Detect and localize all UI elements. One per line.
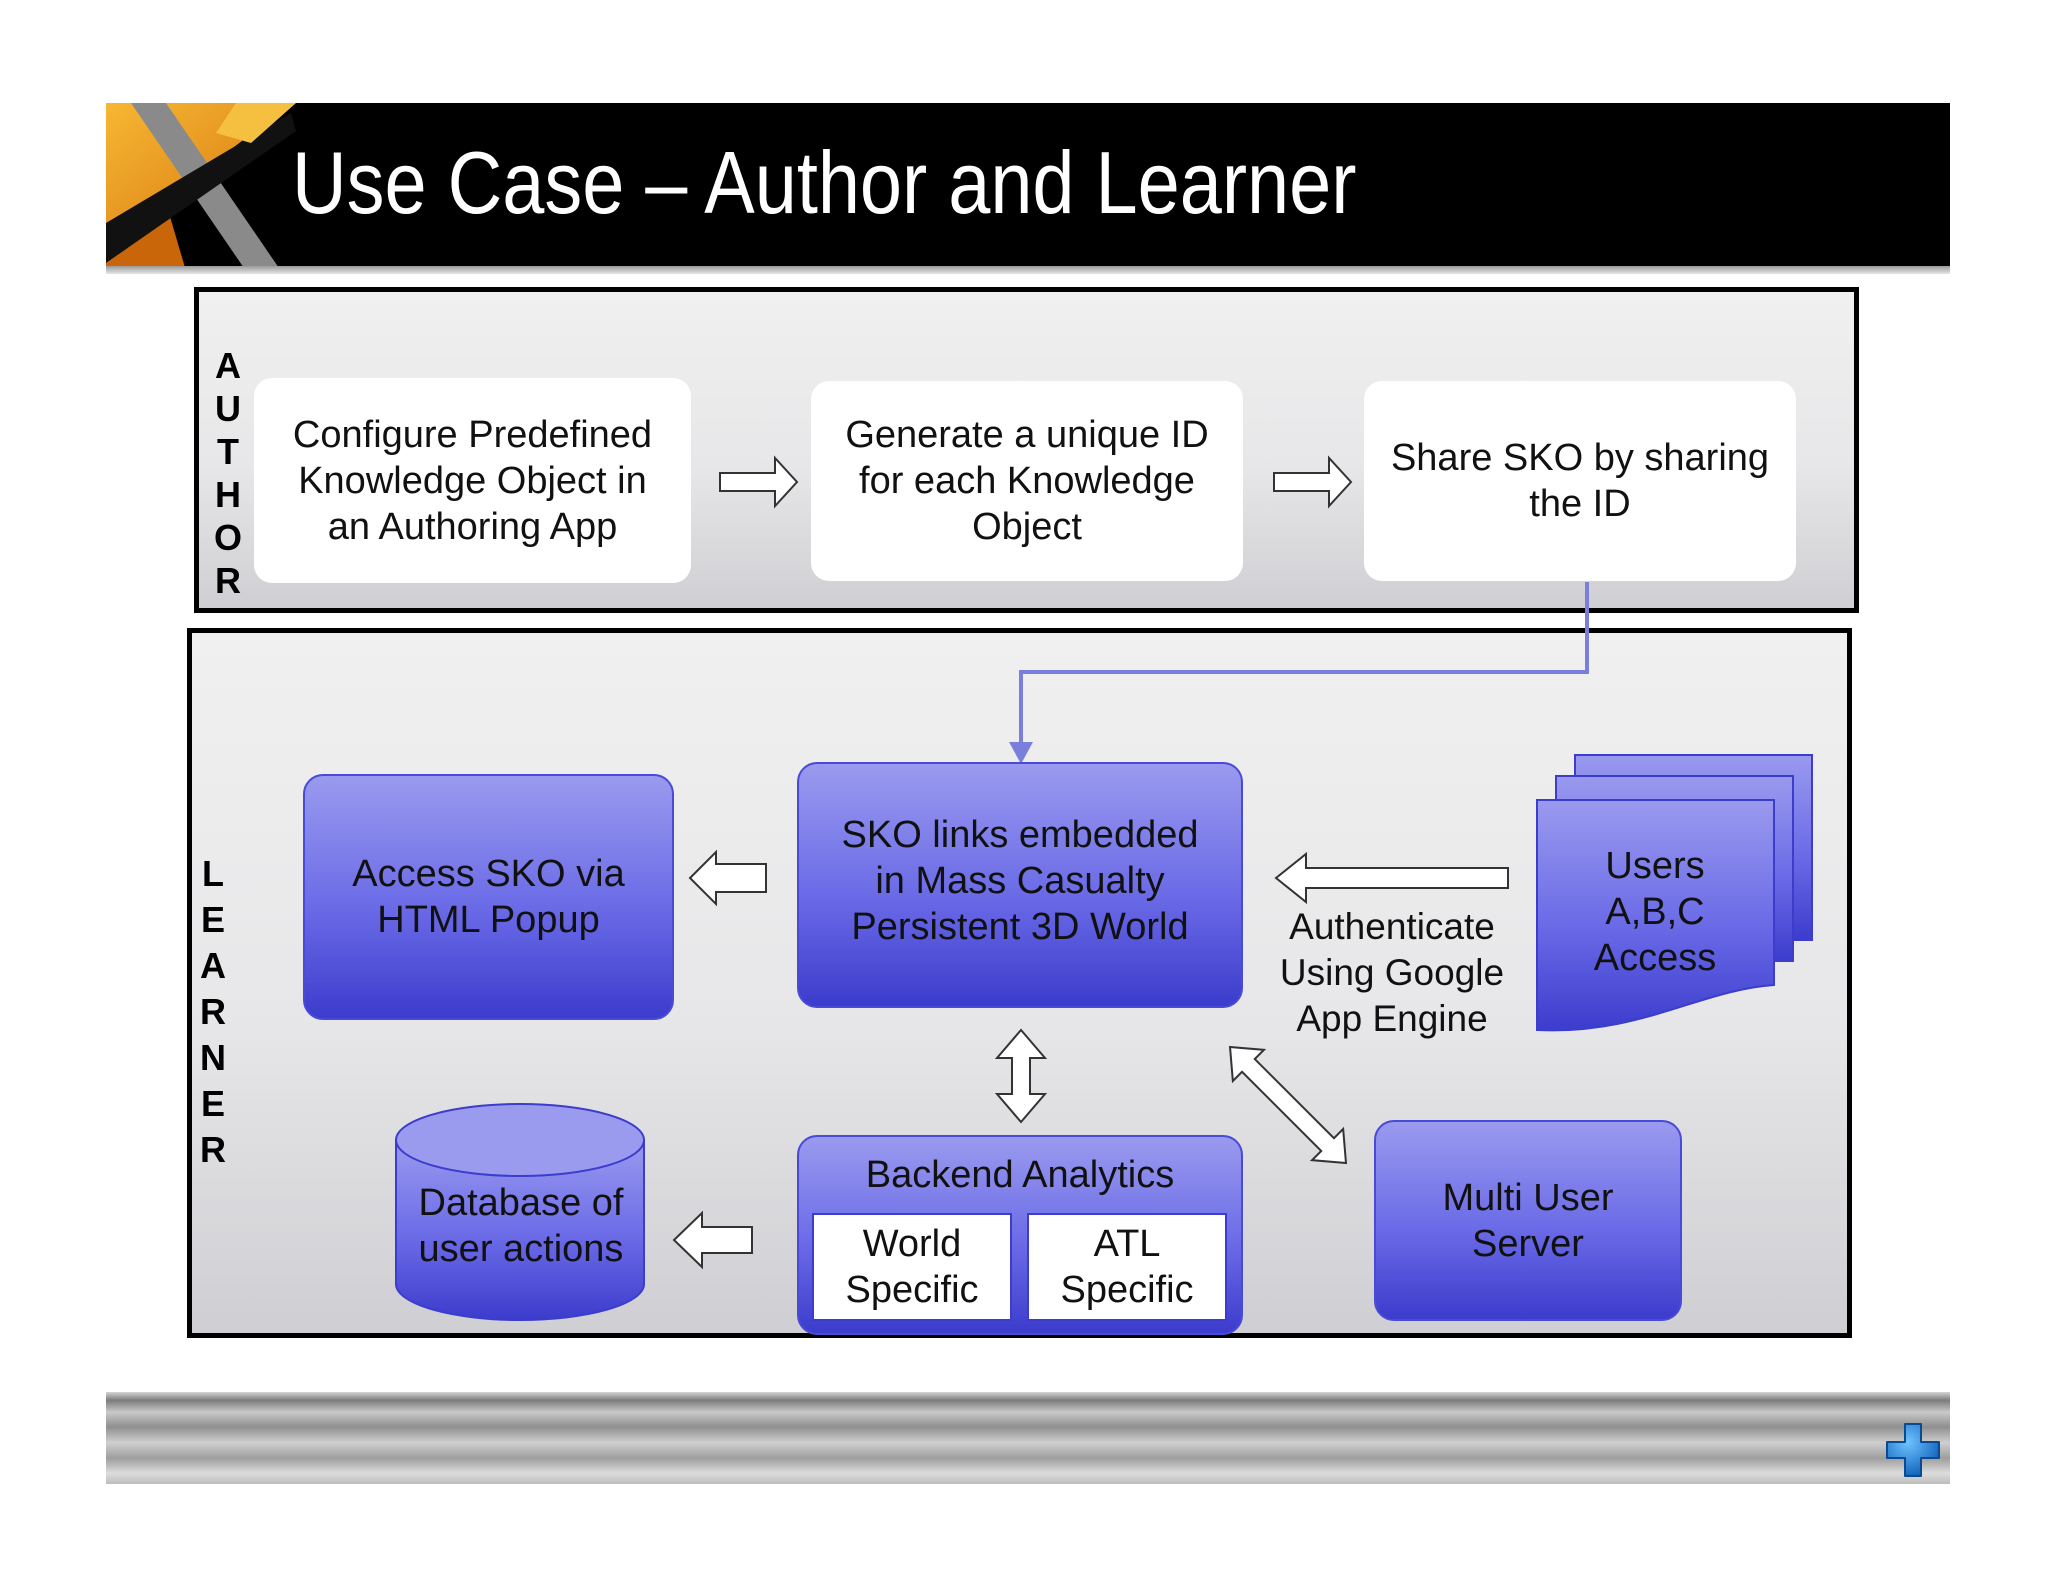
database-label: Database of user actions [396,1180,646,1272]
box-line: user actions [418,1228,624,1270]
box-line: for each Knowledge [859,460,1195,502]
connector-arrowhead-icon [1009,742,1033,764]
share-sko-box: Share SKO by sharing the ID [1364,381,1796,581]
author-label-letter: T [217,431,239,472]
sko-links-3d-world-box: SKO links embedded in Mass Casualty Pers… [797,762,1243,1008]
title-bar [106,103,1950,271]
left-arrow-icon [688,849,767,907]
box-line: Access [1593,937,1717,979]
users-document-stack [1536,754,1813,1032]
box-line: SKO links embedded [841,814,1199,856]
box-line: Specific [845,1269,979,1311]
share-to-sko-connector [1019,582,1589,748]
learner-label-letter: R [200,991,226,1032]
database-cylinder [395,1103,645,1321]
box-line: Knowledge Object in [298,459,647,502]
box-line: Share SKO by sharing [1390,437,1770,479]
author-label-letter: O [213,517,242,558]
title-bar-shadow [106,266,1950,274]
multi-user-server-box: Multi User Server [1374,1120,1682,1321]
box-line: A,B,C [1605,891,1705,933]
author-label-letter: U [215,388,241,429]
author-label-letter: A [215,345,241,386]
box-line: Specific [1060,1269,1194,1311]
learner-label-letter: E [200,899,225,940]
box-line: Configure Predefined [292,413,653,456]
learner-label-letter: E [200,1083,225,1124]
right-arrow-icon [719,455,799,509]
box-line: HTML Popup [377,899,600,941]
box-line: an Authoring App [327,505,618,548]
backend-analytics-title: Backend Analytics [865,1154,1175,1196]
learner-vertical-label: L E A R N E R [193,851,233,1173]
box-line: Authenticate [1289,906,1495,947]
box-line: Server [1472,1222,1584,1265]
corner-stripes-logo [106,103,296,271]
box-line: Object [972,506,1082,548]
box-line: Persistent 3D World [851,906,1189,948]
configure-knowledge-object-box: Configure Predefined Knowledge Object in… [254,378,691,583]
learner-label-letter: A [200,945,226,986]
box-line: Generate a unique ID [845,414,1209,456]
authenticate-google-label: Authenticate Using Google App Engine [1257,904,1527,1042]
diagonal-double-arrow-icon [1228,1045,1348,1165]
up-down-arrow-icon [994,1028,1048,1124]
right-arrow-icon [1273,455,1353,509]
footer-bar [106,1392,1950,1484]
box-line: the ID [1529,483,1631,525]
learner-label-letter: R [200,1129,226,1170]
left-arrow-icon [672,1210,753,1270]
box-line: Multi User [1442,1176,1614,1219]
author-label-letter: H [215,474,241,515]
box-line: ATL [1093,1223,1161,1265]
users-access-label: Users A,B,C Access [1535,843,1775,981]
atl-specific-cell: ATL Specific [1027,1213,1227,1321]
box-line: Using Google [1279,952,1505,993]
left-arrow-icon [1274,851,1509,905]
learner-label-letter: L [202,853,224,894]
box-line: Database of [418,1182,624,1224]
generate-unique-id-box: Generate a unique ID for each Knowledge … [811,381,1243,581]
box-line: Access SKO via [352,853,625,895]
world-specific-cell: World Specific [812,1213,1012,1321]
learner-label-letter: N [200,1037,226,1078]
box-line: World [862,1223,962,1265]
author-vertical-label: A U T H O R [208,344,248,602]
access-sko-popup-box: Access SKO via HTML Popup [303,774,674,1020]
author-label-letter: R [215,560,241,601]
box-line: Users [1605,845,1705,887]
box-line: in Mass Casualty [875,860,1165,902]
box-line: App Engine [1296,998,1488,1039]
slide-title: Use Case – Author and Learner [292,133,1357,232]
blue-cross-logo [1886,1423,1940,1477]
